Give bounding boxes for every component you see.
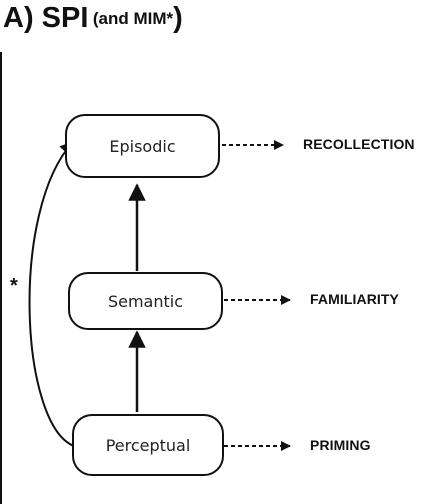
star-label: * — [10, 275, 18, 297]
perceptual-label: Perceptual — [105, 435, 191, 455]
title-sub: (and MIM* — [92, 9, 174, 28]
episodic-label: Episodic — [109, 136, 176, 156]
episodic-box: Episodic — [65, 114, 220, 178]
priming-label: PRIMING — [310, 437, 371, 453]
left-edge-line — [0, 52, 2, 504]
arrow-perceptual-to-episodic-curve — [28, 140, 75, 447]
title-main: A) SPI — [3, 2, 89, 34]
recollection-label: RECOLLECTION — [303, 136, 415, 152]
title-close: ) — [173, 2, 183, 34]
familiarity-label: FAMILIARITY — [310, 291, 399, 307]
perceptual-box: Perceptual — [72, 414, 224, 476]
panel-title: A) SPI (and MIM*) — [3, 2, 183, 35]
semantic-box: Semantic — [68, 272, 223, 330]
semantic-label: Semantic — [107, 291, 184, 311]
